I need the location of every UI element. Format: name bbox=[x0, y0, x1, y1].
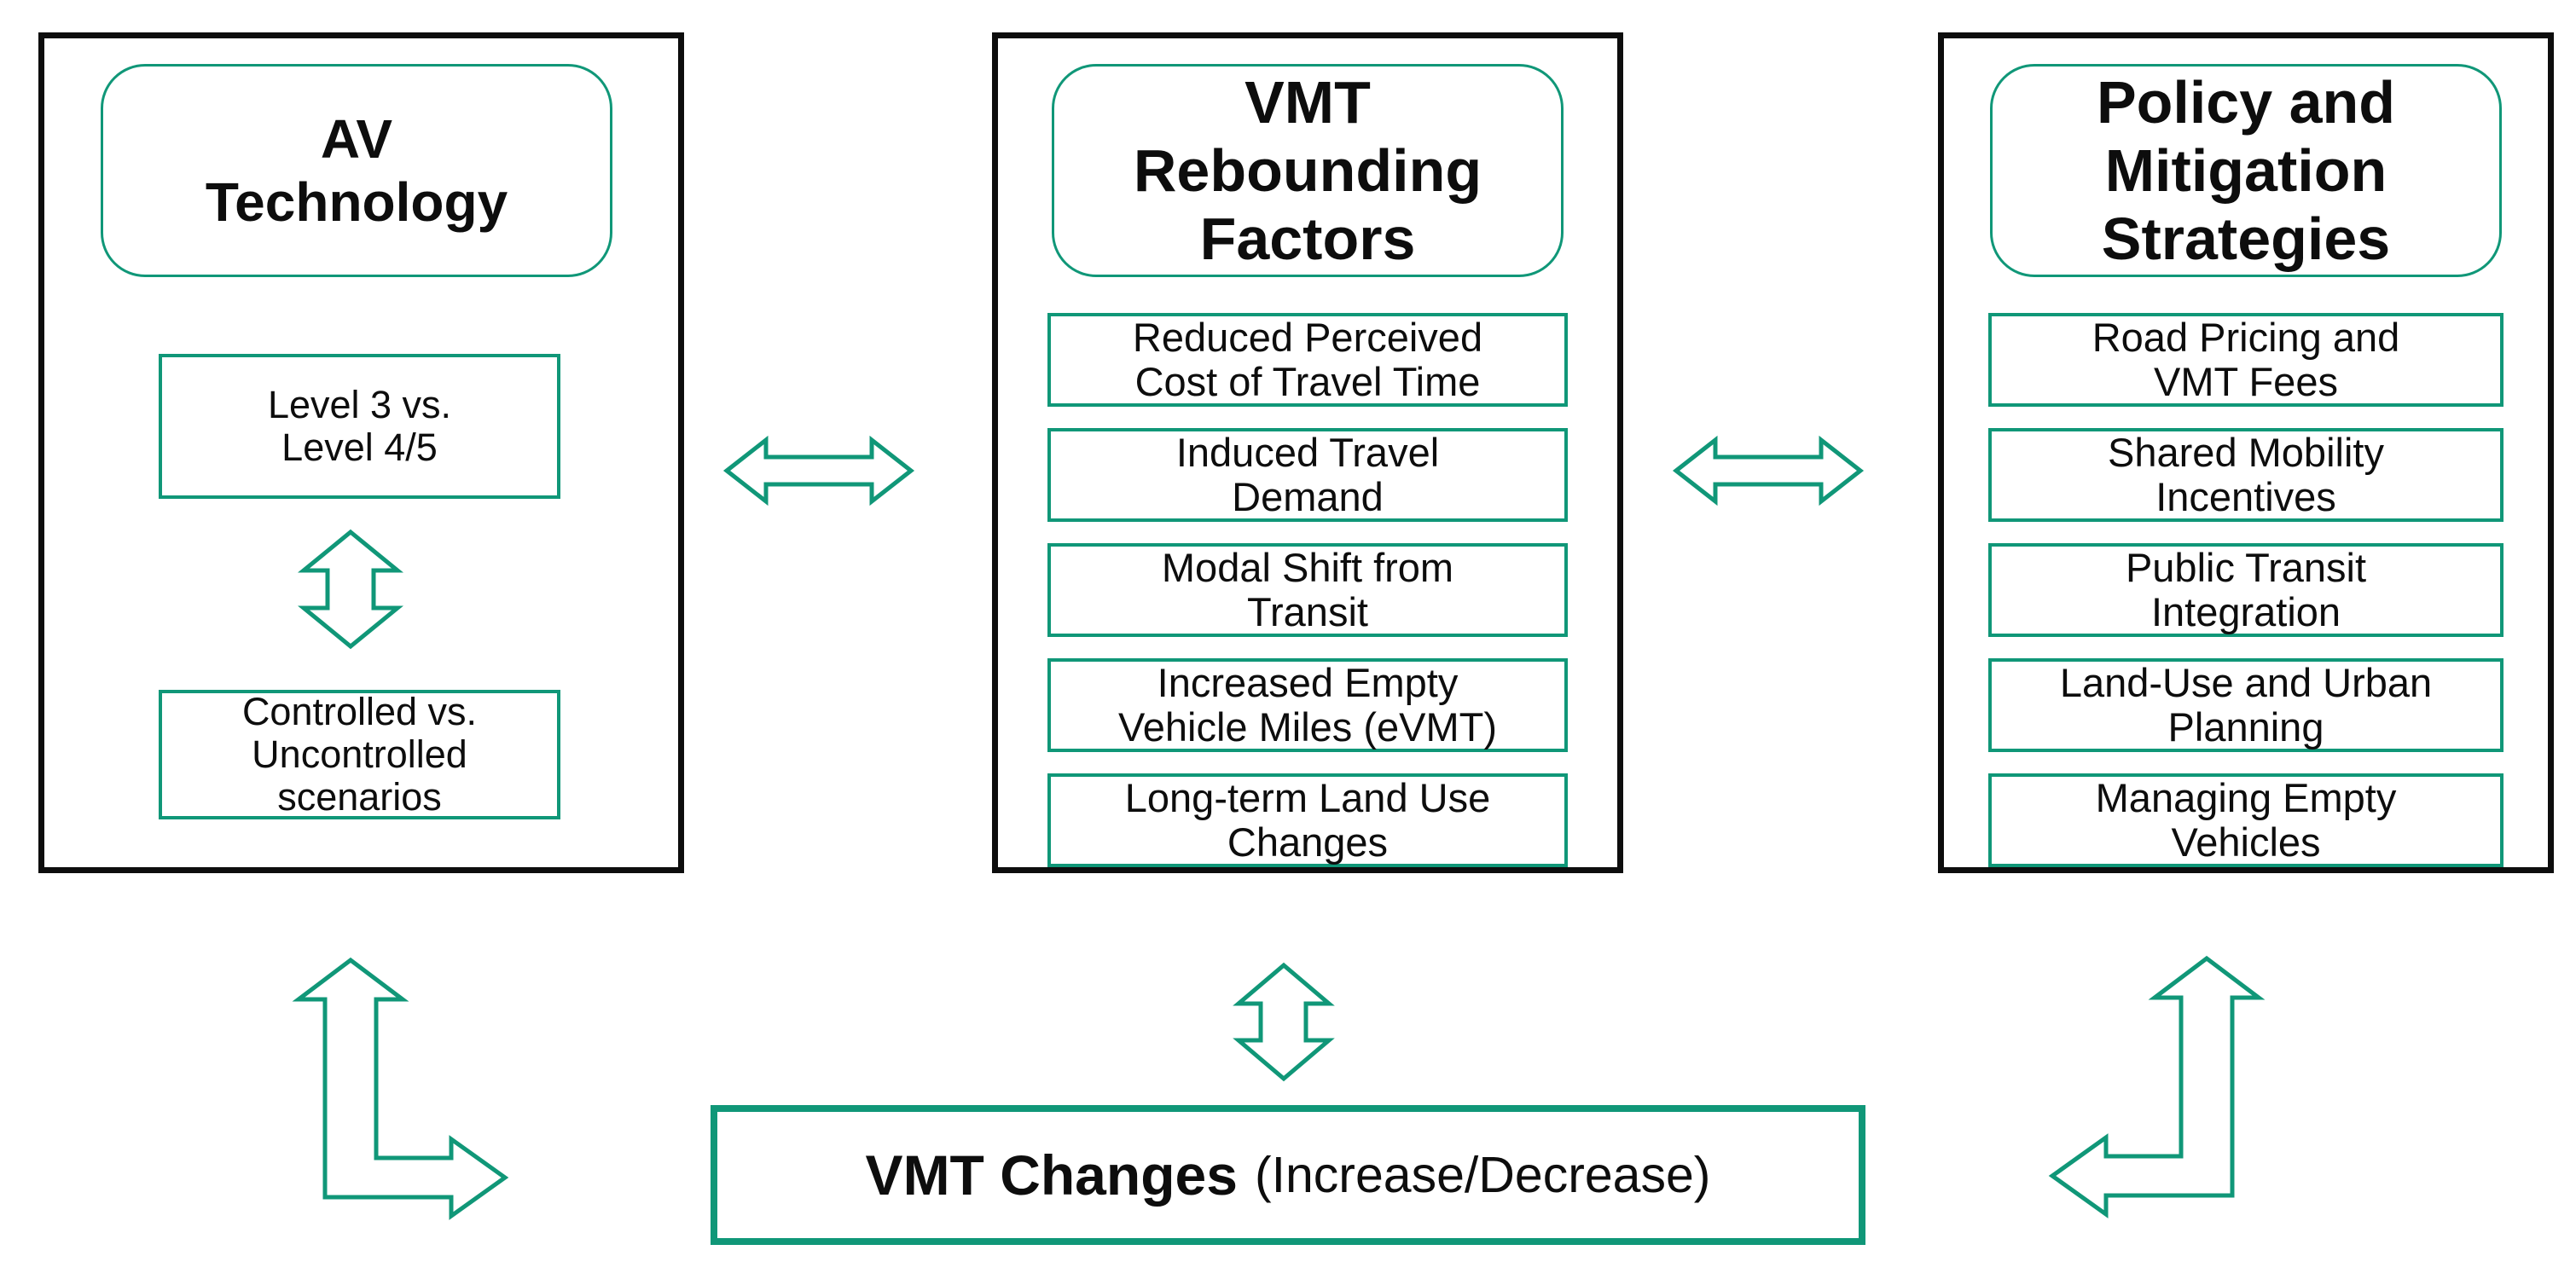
vmt-factors-to-vmt-changes-double-arrow bbox=[1233, 962, 1335, 1082]
box-managing-empty-vehicles: Managing Empty Vehicles bbox=[1988, 773, 2503, 867]
vmt-changes-note: (Increase/Decrease) bbox=[1254, 1147, 1711, 1203]
box-vmt-changes: VMT Changes (Increase/Decrease) bbox=[711, 1105, 1865, 1245]
box-road-pricing-vmt-fees: Road Pricing and VMT Fees bbox=[1988, 313, 2503, 407]
vmt-changes-label: VMT Changes bbox=[865, 1143, 1238, 1207]
box-induced-travel-demand: Induced Travel Demand bbox=[1047, 428, 1568, 522]
vmt-factors-to-policy-double-arrow bbox=[1672, 435, 1865, 506]
panel-title-vmt-rebounding-factors: VMT Rebounding Factors bbox=[1052, 64, 1564, 277]
level-to-scenarios-double-arrow bbox=[297, 529, 404, 650]
box-controlled-vs-uncontrolled: Controlled vs. Uncontrolled scenarios bbox=[159, 690, 560, 819]
panel-vmt-rebounding-factors: VMT Rebounding Factors Reduced Perceived… bbox=[992, 32, 1623, 873]
av-tech-to-vmt-changes-elbow-arrow bbox=[292, 957, 509, 1220]
box-increased-empty-vehicle-miles: Increased Empty Vehicle Miles (eVMT) bbox=[1047, 658, 1568, 752]
av-tech-to-vmt-factors-double-arrow bbox=[722, 435, 915, 506]
box-reduced-perceived-cost: Reduced Perceived Cost of Travel Time bbox=[1047, 313, 1568, 407]
panel-title-policy-mitigation-strategies: Policy and Mitigation Strategies bbox=[1990, 64, 2502, 277]
policy-to-vmt-changes-elbow-arrow bbox=[2048, 955, 2266, 1218]
box-public-transit-integration: Public Transit Integration bbox=[1988, 543, 2503, 637]
box-long-term-land-use-changes: Long-term Land Use Changes bbox=[1047, 773, 1568, 867]
box-modal-shift-from-transit: Modal Shift from Transit bbox=[1047, 543, 1568, 637]
panel-av-technology: AV Technology Level 3 vs. Level 4/5 Cont… bbox=[38, 32, 684, 873]
panel-policy-mitigation-strategies: Policy and Mitigation Strategies Road Pr… bbox=[1938, 32, 2554, 873]
panel-title-av-technology: AV Technology bbox=[101, 64, 612, 277]
box-level-3-vs-level-4-5: Level 3 vs. Level 4/5 bbox=[159, 354, 560, 499]
box-shared-mobility-incentives: Shared Mobility Incentives bbox=[1988, 428, 2503, 522]
box-land-use-urban-planning: Land-Use and Urban Planning bbox=[1988, 658, 2503, 752]
